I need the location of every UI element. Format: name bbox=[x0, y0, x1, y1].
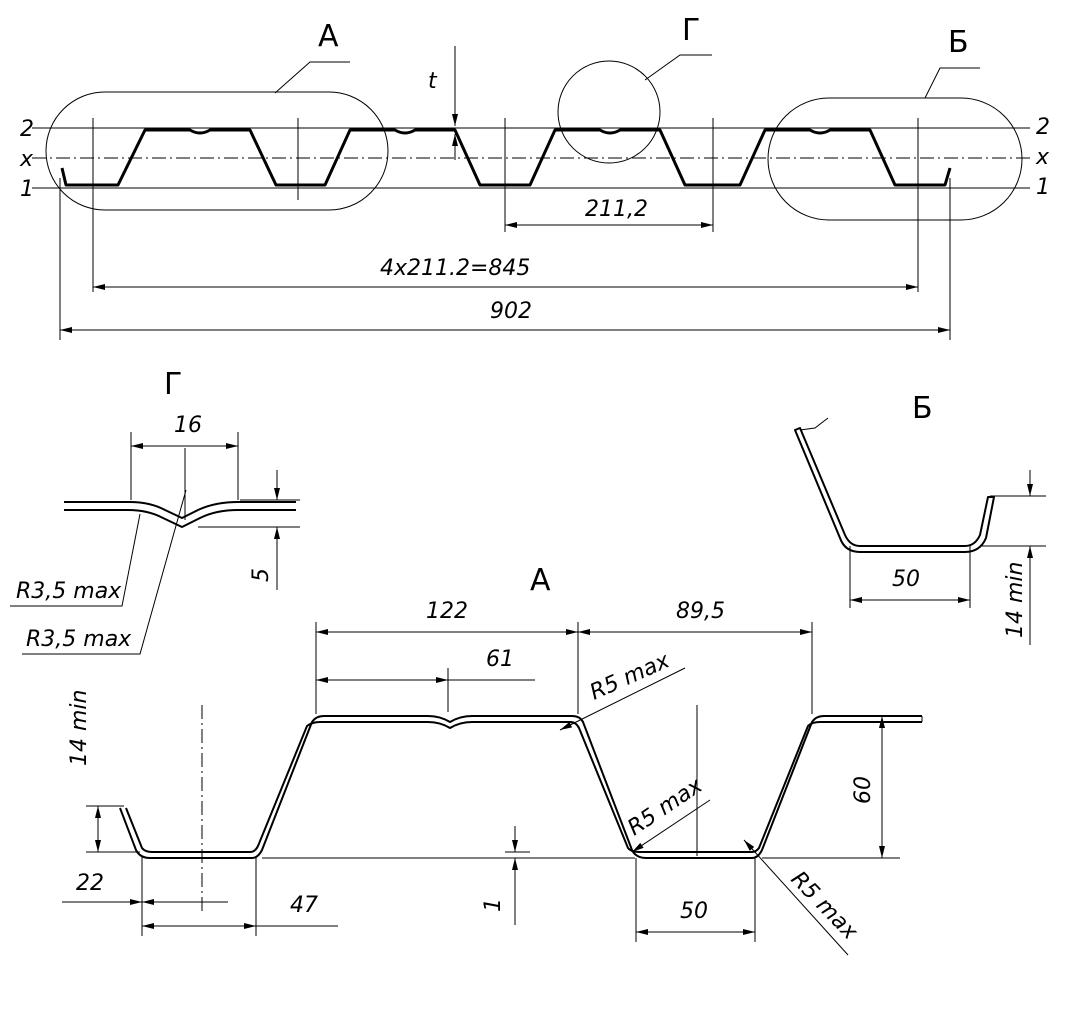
callout-outline-a bbox=[45, 91, 389, 211]
detail-a-dim-bottom-label: 50 bbox=[680, 899, 708, 924]
view-label-g-top: Г bbox=[682, 13, 700, 48]
view-label-b: Б bbox=[912, 391, 933, 426]
view-label-a: А bbox=[530, 563, 551, 598]
view-label-b-top: Б bbox=[948, 25, 969, 60]
leader-g bbox=[644, 54, 712, 81]
label-line-1-left: 1 bbox=[20, 177, 34, 202]
detail-a-dim-half-top-label: 61 bbox=[486, 647, 514, 672]
detail-g-radius-leader-1 bbox=[10, 513, 141, 607]
detail-g-radius-label-1: R3,5 max bbox=[16, 579, 122, 604]
label-line-2-right: 2 bbox=[1036, 115, 1050, 140]
detail-a-dim-thick-label: 1 bbox=[481, 898, 506, 912]
dim-width-label: 902 bbox=[490, 299, 532, 324]
detail-g-profile-top bbox=[64, 501, 296, 519]
detail-a-dim-top-width-label: 122 bbox=[426, 599, 468, 624]
detail-g-dim-width-label: 16 bbox=[174, 413, 202, 438]
label-line-2-left: 2 bbox=[20, 117, 34, 142]
leader-b bbox=[924, 67, 980, 99]
view-label-g: Г bbox=[164, 367, 182, 402]
detail-a-profile-inner bbox=[125, 721, 922, 853]
detail-a-profile-outer bbox=[119, 715, 922, 859]
detail-a-radius-bottom-label: R5 max bbox=[786, 867, 863, 946]
dim-pitch-label: 211,2 bbox=[585, 197, 648, 222]
detail-a-dim-edge-offset-label: 22 bbox=[76, 871, 104, 896]
label-line-1-right: 1 bbox=[1036, 175, 1050, 200]
detail-g-radius-leader-2 bbox=[22, 489, 187, 655]
leader-a bbox=[274, 61, 350, 94]
thickness-label: t bbox=[428, 69, 438, 94]
detail-a-radius-top-leader bbox=[559, 667, 686, 731]
detail-b: Б 50 14 min bbox=[794, 391, 1046, 645]
view-label-a-top: А bbox=[318, 19, 339, 54]
detail-a-radius-mid-label: R5 max bbox=[623, 773, 708, 841]
detail-a-radius-bottom-leader bbox=[743, 839, 849, 956]
detail-g-dim-depth-label: 5 bbox=[249, 568, 274, 582]
label-line-x-right: x bbox=[1035, 145, 1050, 170]
detail-a-radius-top-label: R5 max bbox=[586, 648, 674, 705]
detail-g-radius-label-2: R3,5 max bbox=[26, 627, 132, 652]
callout-outline-g bbox=[557, 60, 661, 164]
label-line-x-left: x bbox=[19, 147, 34, 172]
detail-a-dim-edge-label: 14 min bbox=[67, 690, 92, 766]
detail-b-dim-bottom-label: 50 bbox=[892, 567, 920, 592]
detail-b-break-mark bbox=[799, 417, 829, 431]
detail-a: А 122 61 89,5 R5 max R5 max R5 max bbox=[62, 563, 923, 956]
detail-b-profile bbox=[794, 427, 995, 553]
dim-total-pitch-label: 4x211.2=845 bbox=[380, 256, 530, 281]
top-view: 2 x 1 2 x 1 А Г Б t 211,2 bbox=[19, 13, 1050, 340]
detail-g-profile-bottom bbox=[64, 509, 296, 528]
detail-a-dim-height-label: 60 bbox=[851, 776, 876, 804]
detail-g: Г 16 5 R3,5 max R3,5 max bbox=[10, 367, 300, 655]
detail-a-dim-next-span-label: 89,5 bbox=[676, 599, 725, 624]
detail-b-dim-edge-label: 14 min bbox=[1003, 562, 1028, 638]
detail-a-dim-bottom-width-label: 47 bbox=[290, 893, 318, 918]
callout-outline-b bbox=[767, 97, 1023, 221]
